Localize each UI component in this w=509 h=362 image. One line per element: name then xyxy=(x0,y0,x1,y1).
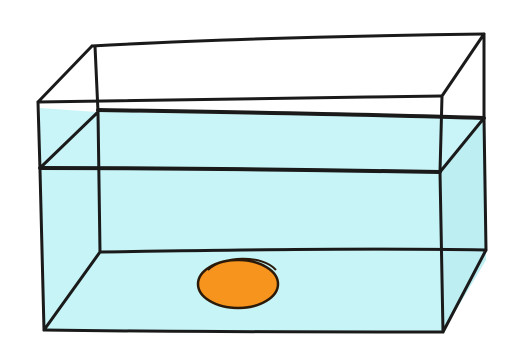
orange-object xyxy=(198,259,278,308)
